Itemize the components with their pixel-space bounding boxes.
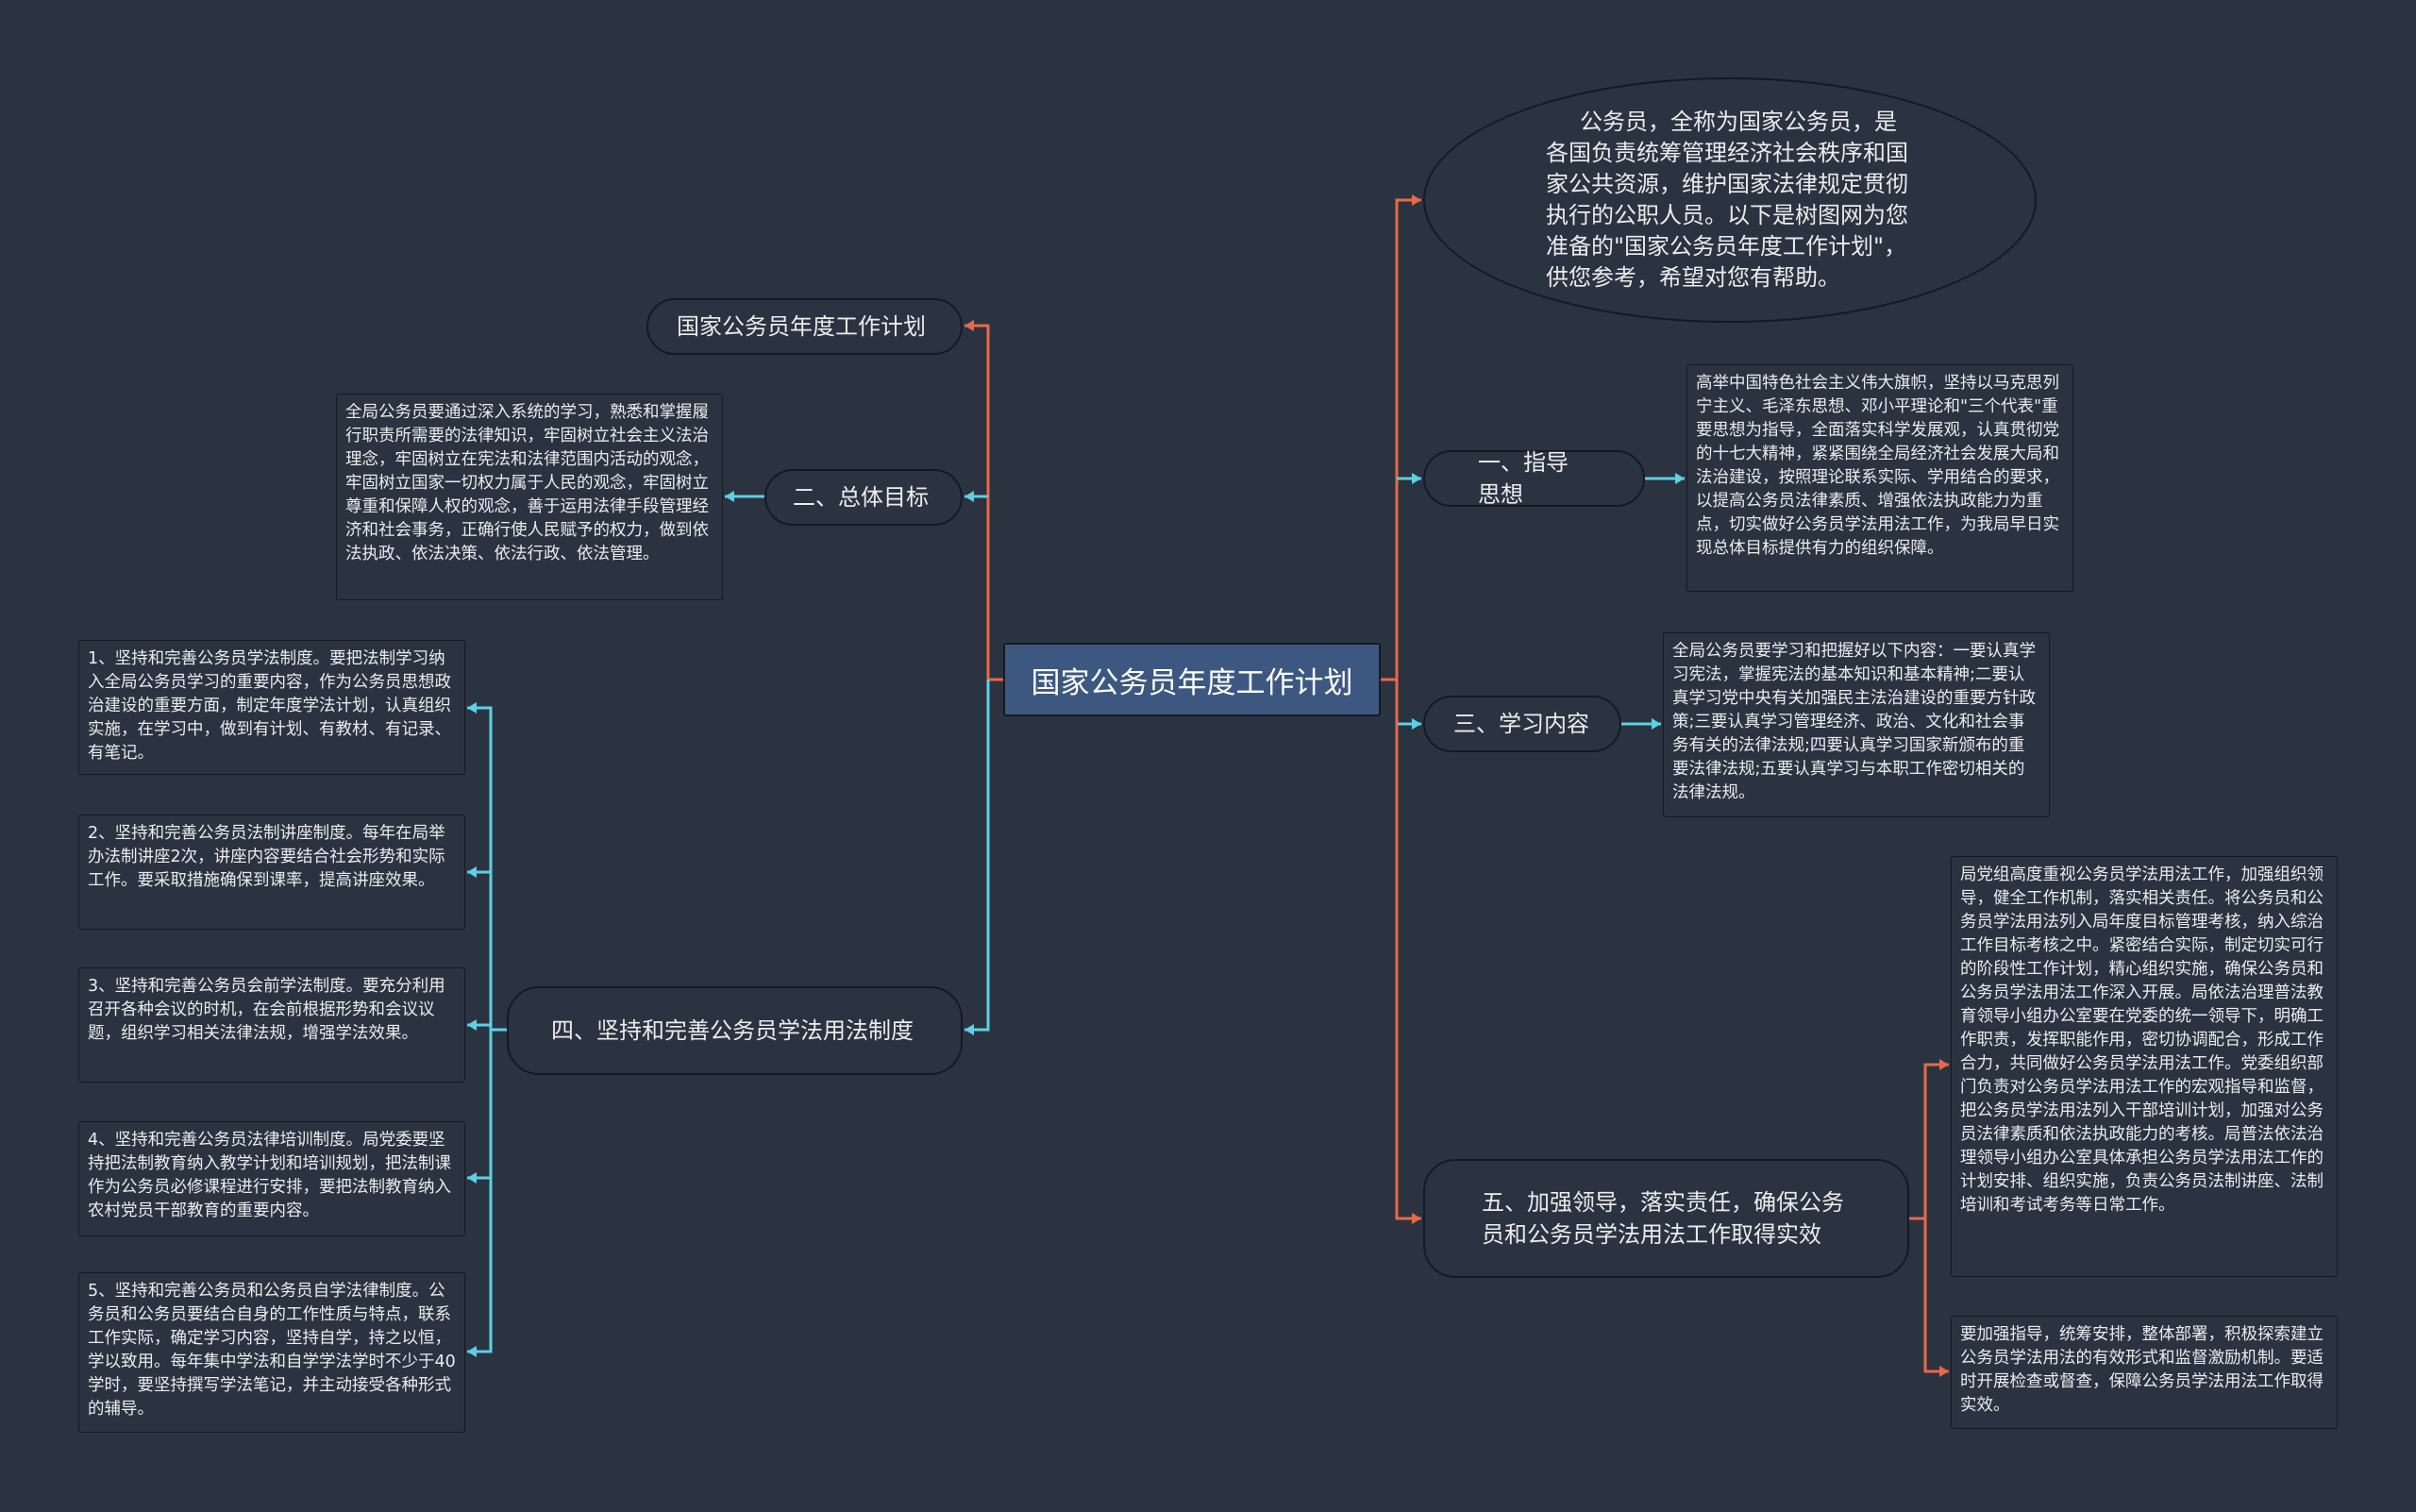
- link-root-goal-arrow: [965, 491, 974, 502]
- system-item-4: 4、坚持和完善公务员法律培训制度。局党委要坚持把法制教育纳入教学计划和培训规划，…: [78, 1121, 465, 1236]
- link-root-lead-arrow: [1412, 1213, 1421, 1224]
- link-study-detail-arrow: [1652, 718, 1661, 730]
- system-node[interactable]: 四、坚持和完善公务员学法用法制度: [507, 986, 963, 1075]
- link-root-system-arrow: [965, 1024, 974, 1035]
- link-root-guide-arrow: [1412, 473, 1421, 484]
- goal-node[interactable]: 二、总体目标: [764, 469, 963, 526]
- lead-item-1: 局党组高度重视公务员学法用法工作，加强组织领导，健全工作机制，落实相关责任。将公…: [1951, 856, 2338, 1277]
- link-lead-2-arrow: [1939, 1366, 1949, 1377]
- link-root-intro: [1381, 198, 1421, 681]
- link-system-trunk-arrow: [467, 702, 477, 714]
- link-lead-1: [1909, 1063, 1949, 1220]
- system-item-1: 1、坚持和完善公务员学法制度。要把法制学习纳入全局公务员学习的重要内容，作为公务…: [78, 640, 465, 775]
- system-item-2: 2、坚持和完善公务员法制讲座制度。每年在局举办法制讲座2次，讲座内容要结合社会形…: [78, 815, 465, 930]
- link-root-study-arrow: [1412, 718, 1421, 730]
- title-node[interactable]: 国家公务员年度工作计划: [646, 298, 963, 355]
- intro-node[interactable]: 公务员，全称为国家公务员，是各国负责统筹管理经济社会秩序和国家公共资源，维护国家…: [1423, 77, 2037, 323]
- link-system-2-arrow: [467, 866, 477, 878]
- study-detail: 全局公务员要学习和把握好以下内容：一要认真学习宪法，掌握宪法的基本知识和基本精神…: [1663, 632, 2050, 817]
- link-goal-detail-arrow: [725, 491, 734, 502]
- lead-item-2: 要加强指导，统筹安排，整体部署，积极探索建立公务员学法用法的有效形式和监督激励机…: [1951, 1316, 2338, 1429]
- link-system-5: [467, 1178, 493, 1353]
- system-item-5: 5、坚持和完善公务员和公务员自学法律制度。公务员和公务员要结合自身的工作性质与特…: [78, 1272, 465, 1433]
- intro-text: 公务员，全称为国家公务员，是各国负责统筹管理经济社会秩序和国家公共资源，维护国家…: [1546, 109, 1908, 291]
- guide-detail: 高举中国特色社会主义伟大旗帜，坚持以马克思列宁主义、毛泽东思想、邓小平理论和"三…: [1686, 364, 2073, 592]
- link-root-left-arrow: [965, 320, 974, 331]
- goal-detail: 全局公务员要通过深入系统的学习，熟悉和掌握履行职责所需要的法律知识，牢固树立社会…: [336, 394, 723, 600]
- link-root-lead: [1395, 680, 1421, 1220]
- link-root-left: [965, 324, 1003, 681]
- link-lead-1-arrow: [1939, 1059, 1949, 1070]
- link-root-intro-arrow: [1412, 194, 1421, 206]
- link-system-4-arrow: [467, 1172, 477, 1184]
- study-node[interactable]: 三、学习内容: [1423, 696, 1621, 752]
- link-guide-detail-arrow: [1675, 473, 1685, 484]
- lead-node[interactable]: 五、加强领导，落实责任，确保公务员和公务员学法用法工作取得实效: [1423, 1159, 1909, 1278]
- link-system-4: [467, 1030, 493, 1180]
- root-node[interactable]: 国家公务员年度工作计划: [1003, 643, 1381, 716]
- link-system-5-arrow: [467, 1346, 477, 1357]
- link-root-system: [965, 680, 990, 1032]
- link-lead-2: [1923, 1218, 1949, 1373]
- link-system-trunk: [467, 706, 507, 1032]
- link-system-3-arrow: [467, 1019, 477, 1031]
- system-item-3: 3、坚持和完善公务员会前学法制度。要充分利用召开各种会议的时机，在会前根据形势和…: [78, 967, 465, 1083]
- guide-node[interactable]: 一、指导思想: [1423, 449, 1645, 508]
